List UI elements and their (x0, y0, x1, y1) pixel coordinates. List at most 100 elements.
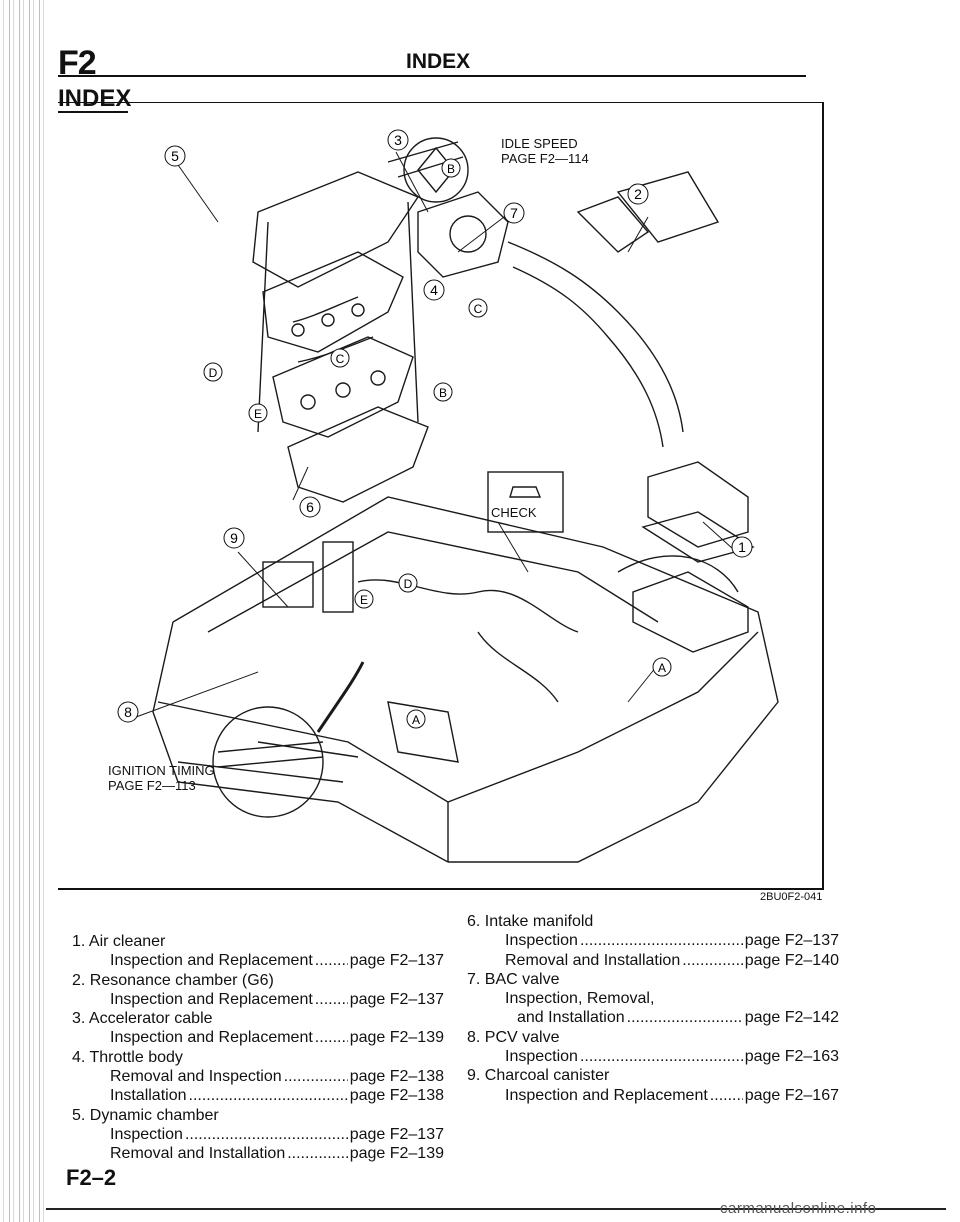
index-entry-page-ref: page F2–163 (744, 1048, 839, 1066)
index-entry-label: Inspection and Replacement (110, 990, 313, 1008)
index-entry-line: Inspection and Replacement page F2–137 (72, 990, 444, 1009)
index-entry-page-ref: page F2–138 (349, 1068, 444, 1086)
marker-3: 3 (387, 129, 409, 151)
index-entry-title: 3. Accelerator cable (72, 1010, 213, 1028)
index-entry-line: Inspection, Removal, (467, 989, 839, 1008)
index-entry-label: Removal and Installation (110, 1145, 286, 1163)
index-entry-title: 1. Air cleaner (72, 933, 166, 950)
index-entry-label: Inspection and Replacement (110, 1029, 313, 1047)
marker-A-right: A (652, 657, 672, 677)
index-entry-line: Installationpage F2–138 (72, 1086, 444, 1105)
dot-leader (710, 1086, 743, 1105)
leader-lines (127, 151, 734, 721)
svg-text:B: B (447, 162, 455, 176)
dot-leader (315, 1028, 348, 1047)
marker-B-upper: B (441, 158, 461, 178)
dot-leader (627, 1008, 743, 1027)
svg-text:8: 8 (124, 704, 132, 720)
svg-text:D: D (209, 366, 218, 380)
air-intake-hose-drawing (507, 171, 720, 448)
index-entry-title: 4. Throttle body (72, 1048, 183, 1066)
dot-leader (580, 931, 743, 950)
index-entry-label: Inspection and Replacement (505, 1086, 708, 1104)
index-entry-label: Inspection (505, 932, 578, 950)
dot-leader (189, 1086, 348, 1105)
marker-9: 9 (223, 527, 245, 549)
check-engine-box (487, 471, 564, 533)
engine-bay-illustration (127, 137, 779, 863)
figure-code: 2BU0F2-041 (760, 891, 823, 903)
index-entry-label: Installation (110, 1087, 187, 1105)
dot-leader (315, 951, 348, 970)
index-entry-line: Removal and Installation page F2–140 (467, 951, 839, 970)
index-entry-page-ref: page F2–137 (744, 932, 839, 950)
index-entry-title: 9. Charcoal canister (467, 1067, 610, 1085)
index-entry-page-ref: page F2–139 (349, 1145, 444, 1163)
figure-markers: 1 2 3 4 5 6 7 8 9 A A B B C C D D E E (117, 129, 753, 729)
index-entry-page-ref: page F2–137 (349, 952, 444, 970)
ignition-timing-callout: IGNITION TIMING PAGE F2—113 (108, 763, 215, 793)
index-entry-label: Removal and Inspection (110, 1068, 282, 1086)
svg-text:A: A (412, 713, 420, 727)
footer-divider (46, 1208, 946, 1210)
index-entry-page-ref: page F2–167 (744, 1086, 839, 1104)
section-subheading: INDEX (58, 85, 132, 112)
timing-mark-magnifier (212, 706, 324, 818)
index-entry-title: 7. BAC valve (467, 970, 560, 988)
marker-B-mid: B (433, 382, 453, 402)
index-entry-label: Inspection (110, 1125, 183, 1143)
svg-text:E: E (254, 407, 262, 421)
index-entry-label: Inspection, Removal, (505, 990, 655, 1008)
air-cleaner-drawing (632, 461, 755, 653)
index-entry-label: Removal and Installation (505, 951, 681, 969)
svg-text:A: A (658, 661, 666, 675)
dot-leader (287, 1144, 347, 1163)
binding-edge (0, 0, 46, 1222)
svg-text:E: E (360, 593, 368, 607)
marker-D-lower: D (398, 573, 418, 593)
idle-speed-icon (403, 137, 469, 203)
index-entry-line: Removal and Installation page F2–139 (72, 1144, 444, 1163)
index-entry-page-ref: page F2–137 (349, 1125, 444, 1143)
svg-text:D: D (404, 577, 413, 591)
section-code: F2 (58, 44, 97, 82)
svg-text:C: C (336, 352, 345, 366)
index-entry-title: 2. Resonance chamber (G6) (72, 971, 274, 989)
index-entry-line: Inspection and Replacement page F2–137 (72, 951, 444, 970)
index-entry-line: and Installation page F2–142 (467, 1008, 839, 1027)
dot-leader (284, 1067, 348, 1086)
dot-leader (185, 1125, 348, 1144)
svg-text:B: B (439, 386, 447, 400)
page-title: INDEX (406, 50, 471, 73)
index-entry-title: 5. Dynamic chamber (72, 1106, 219, 1124)
dot-leader (315, 990, 348, 1009)
marker-A-lower: A (406, 709, 426, 729)
svg-text:9: 9 (230, 530, 238, 546)
watermark: carmanualsonline.info (720, 1200, 877, 1217)
index-entry-label: Inspection and Replacement (110, 952, 313, 970)
index-entry-line: Inspection and Replacementpage F2–139 (72, 1028, 444, 1047)
figure-frame (58, 102, 824, 890)
index-entry-label: Inspection (505, 1048, 578, 1066)
svg-text:5: 5 (171, 148, 179, 164)
index-column-right: 6. Intake manifoldInspectionpage F2–137R… (467, 912, 839, 1105)
svg-text:3: 3 (394, 132, 402, 148)
idle-speed-callout: IDLE SPEED PAGE F2—114 (501, 136, 589, 166)
check-label: CHECK (491, 505, 537, 520)
index-entry-label: and Installation (517, 1009, 625, 1027)
index-entry-title: 8. PCV valve (467, 1028, 560, 1046)
marker-C-upper: C (468, 298, 488, 318)
marker-D-left: D (203, 362, 223, 382)
index-entry-page-ref: page F2–140 (744, 951, 839, 969)
marker-E-left: E (248, 403, 268, 423)
index-entry-line: Inspection page F2–137 (467, 931, 839, 950)
index-entry-page-ref: page F2–142 (744, 1009, 839, 1027)
marker-6: 6 (299, 496, 321, 518)
dot-leader (580, 1047, 743, 1066)
index-entry-line: Removal and Inspection page F2–138 (72, 1067, 444, 1086)
index-entry-page-ref: page F2–137 (349, 990, 444, 1008)
dot-leader (682, 951, 742, 970)
svg-text:7: 7 (510, 205, 518, 221)
marker-E-lower: E (354, 589, 374, 609)
